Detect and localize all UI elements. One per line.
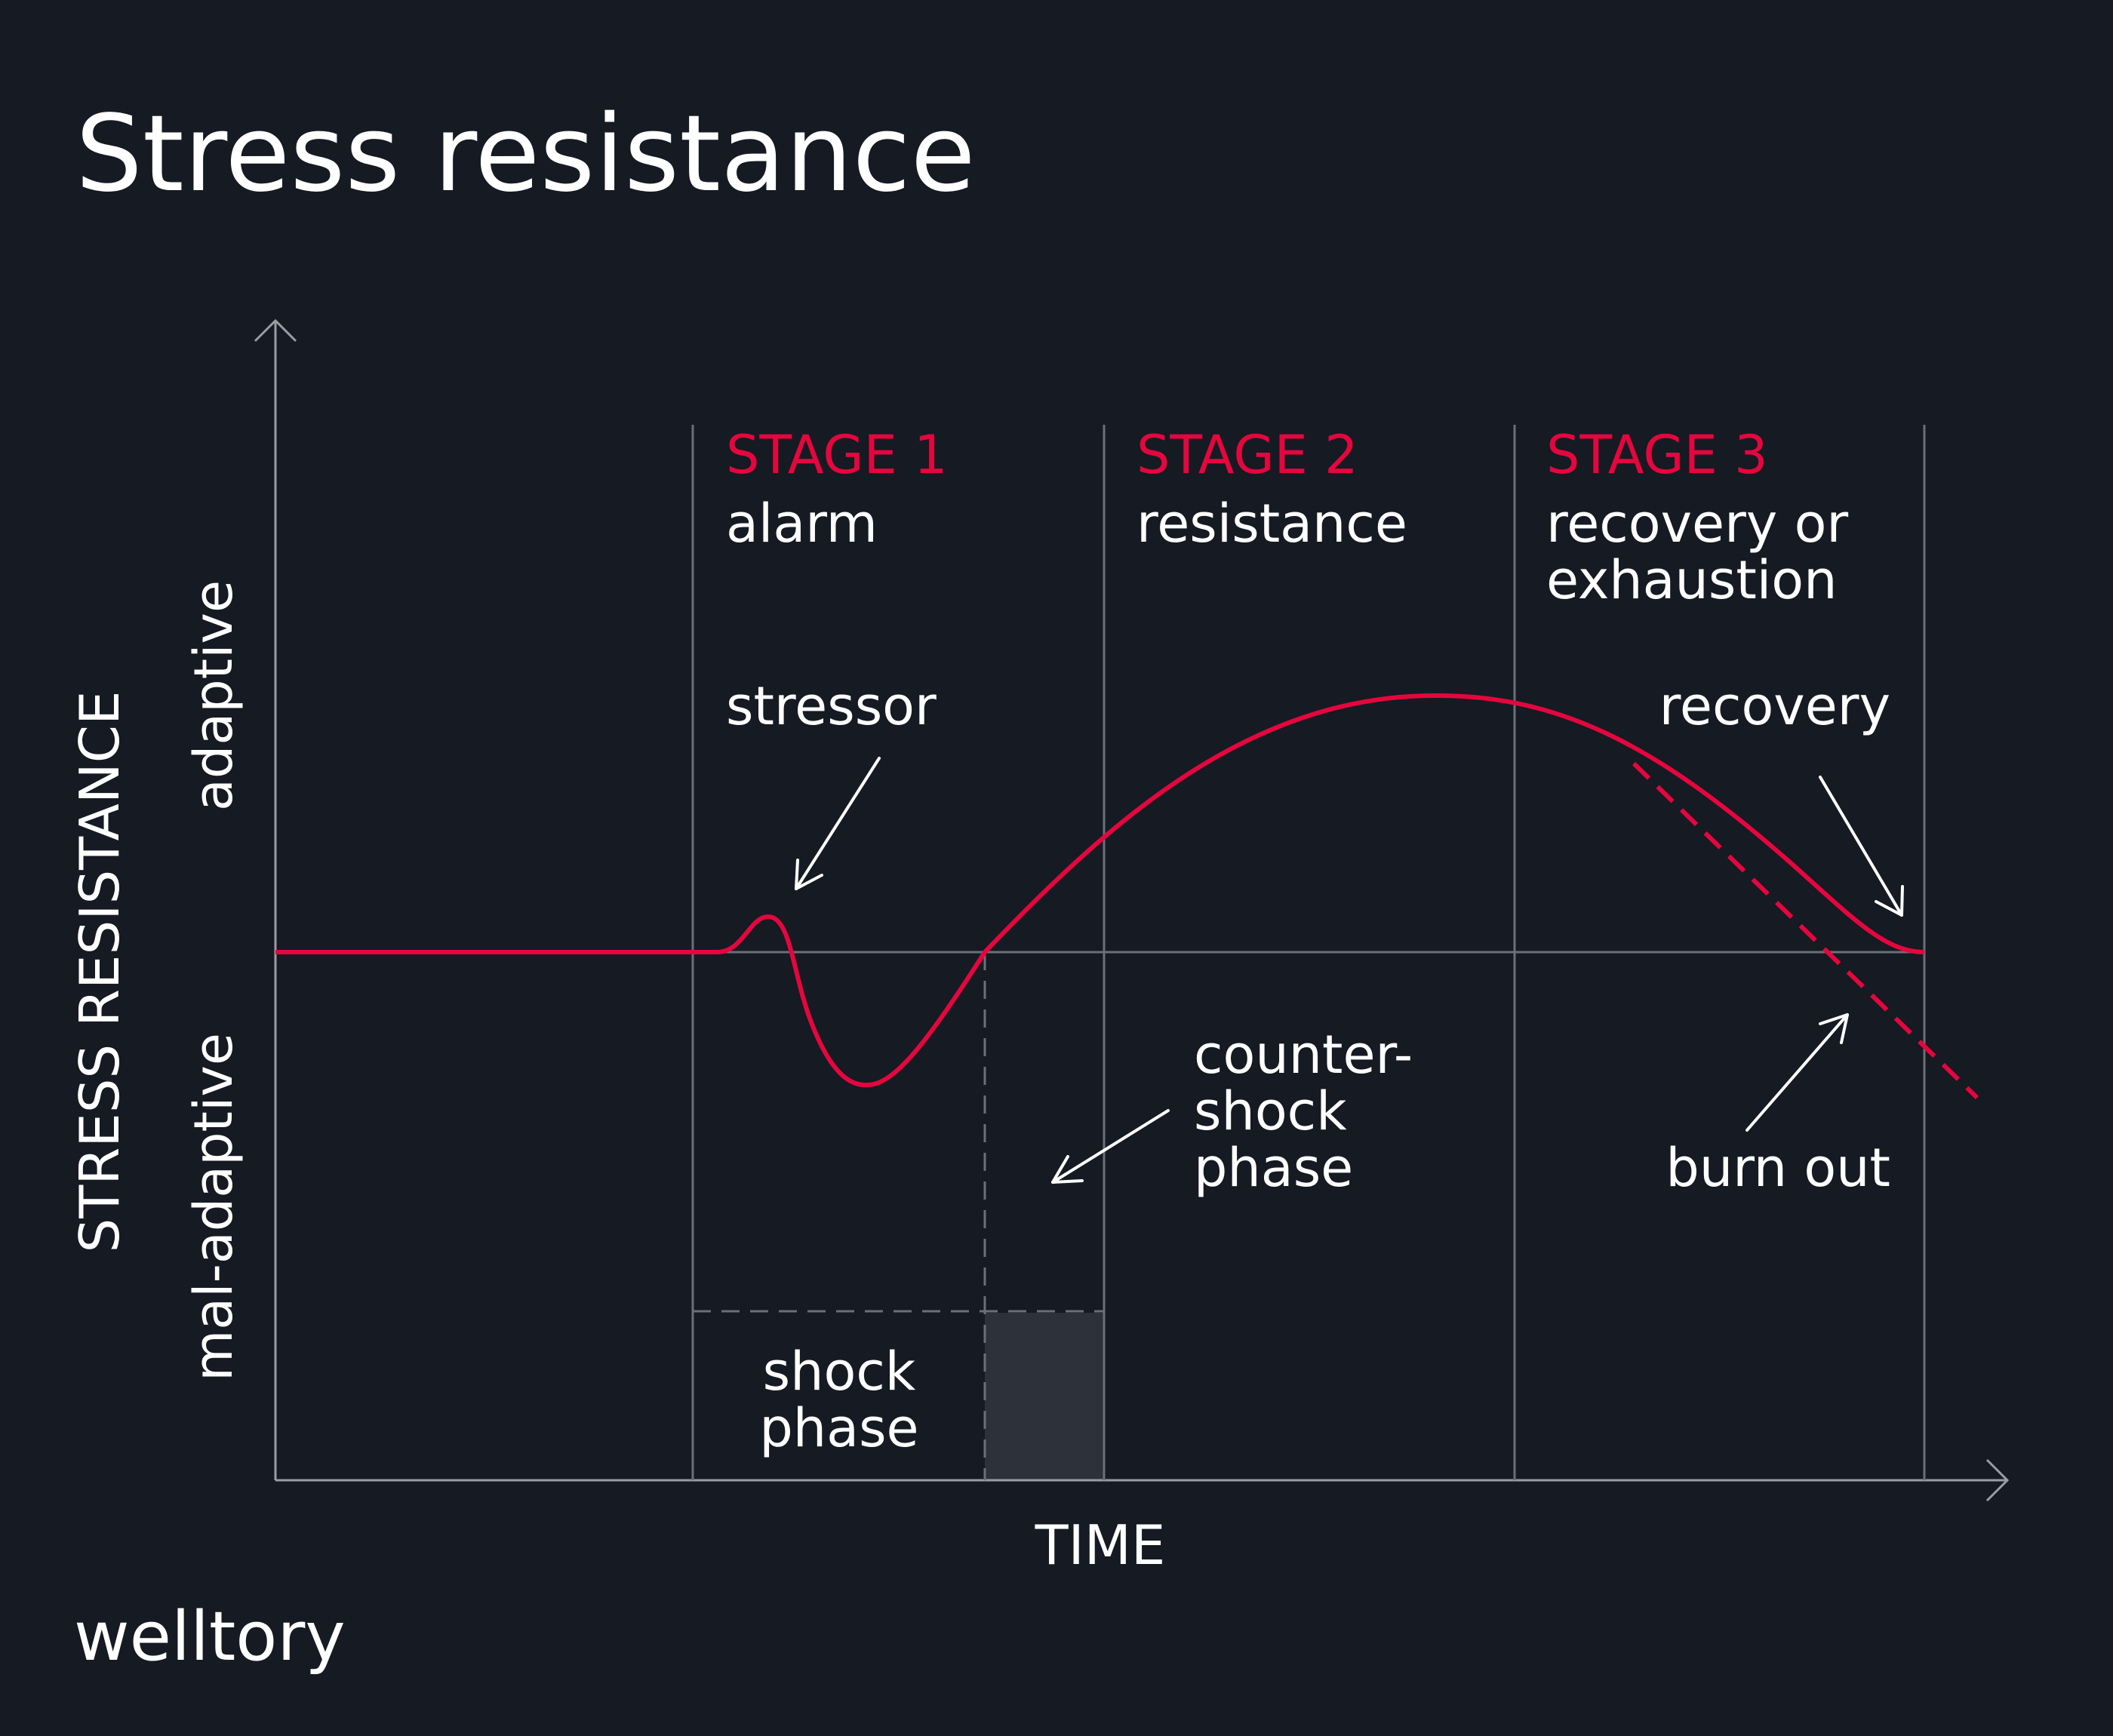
axes xyxy=(254,318,2010,1502)
annotation-arrows xyxy=(795,757,1904,1184)
burn-out-arrow xyxy=(1745,1013,1849,1132)
stage-3-name: STAGE 3 xyxy=(1546,424,1768,486)
page-title: Stress resistance xyxy=(75,93,976,216)
stressor-arrow xyxy=(795,757,881,890)
y-axis-label: STRESS RESISTANCE xyxy=(68,691,131,1253)
burn-out-label: burn out xyxy=(1665,1137,1890,1199)
stressor-label: stressor xyxy=(726,675,937,737)
burn-out-curve xyxy=(1632,761,1979,1100)
counter-shock-label: counter- shock phase xyxy=(1194,1024,1413,1199)
shock-phase-guides xyxy=(693,952,1104,1480)
stage-2-header: STAGE 2 resistance xyxy=(1136,424,1407,555)
svg-text:counter-: counter- xyxy=(1194,1024,1413,1086)
x-axis-label: TIME xyxy=(1035,1513,1166,1577)
counter-shock-arrow xyxy=(1051,1109,1170,1184)
stress-curve xyxy=(275,693,1925,1088)
y-axis-arrow xyxy=(254,318,297,343)
svg-text:shock: shock xyxy=(763,1341,916,1403)
shock-phase-label: shock phase xyxy=(759,1341,918,1459)
brand-logo: welltory xyxy=(74,1597,346,1676)
svg-text:shock: shock xyxy=(1194,1080,1347,1142)
stage-2-desc: resistance xyxy=(1136,493,1407,555)
stage-1-desc: alarm xyxy=(726,493,878,555)
x-axis-arrow xyxy=(1985,1458,2010,1502)
recovery-arrow xyxy=(1819,776,1904,917)
stage-1-header: STAGE 1 alarm xyxy=(726,424,948,555)
svg-text:phase: phase xyxy=(759,1397,918,1459)
svg-text:phase: phase xyxy=(1194,1137,1353,1199)
counter-shock-box xyxy=(985,1313,1104,1480)
stage-3-desc-line-1: recovery or xyxy=(1546,493,1848,555)
stage-2-name: STAGE 2 xyxy=(1136,424,1358,486)
y-axis-maladaptive-label: mal-adaptive xyxy=(183,1033,245,1381)
recovery-label: recovery xyxy=(1659,675,1890,737)
y-axis-adaptive-label: adaptive xyxy=(183,580,245,811)
stage-1-name: STAGE 1 xyxy=(726,424,948,486)
stage-3-desc-line-2: exhaustion xyxy=(1546,549,1837,611)
stage-3-header: STAGE 3 recovery or exhaustion xyxy=(1546,424,1848,611)
